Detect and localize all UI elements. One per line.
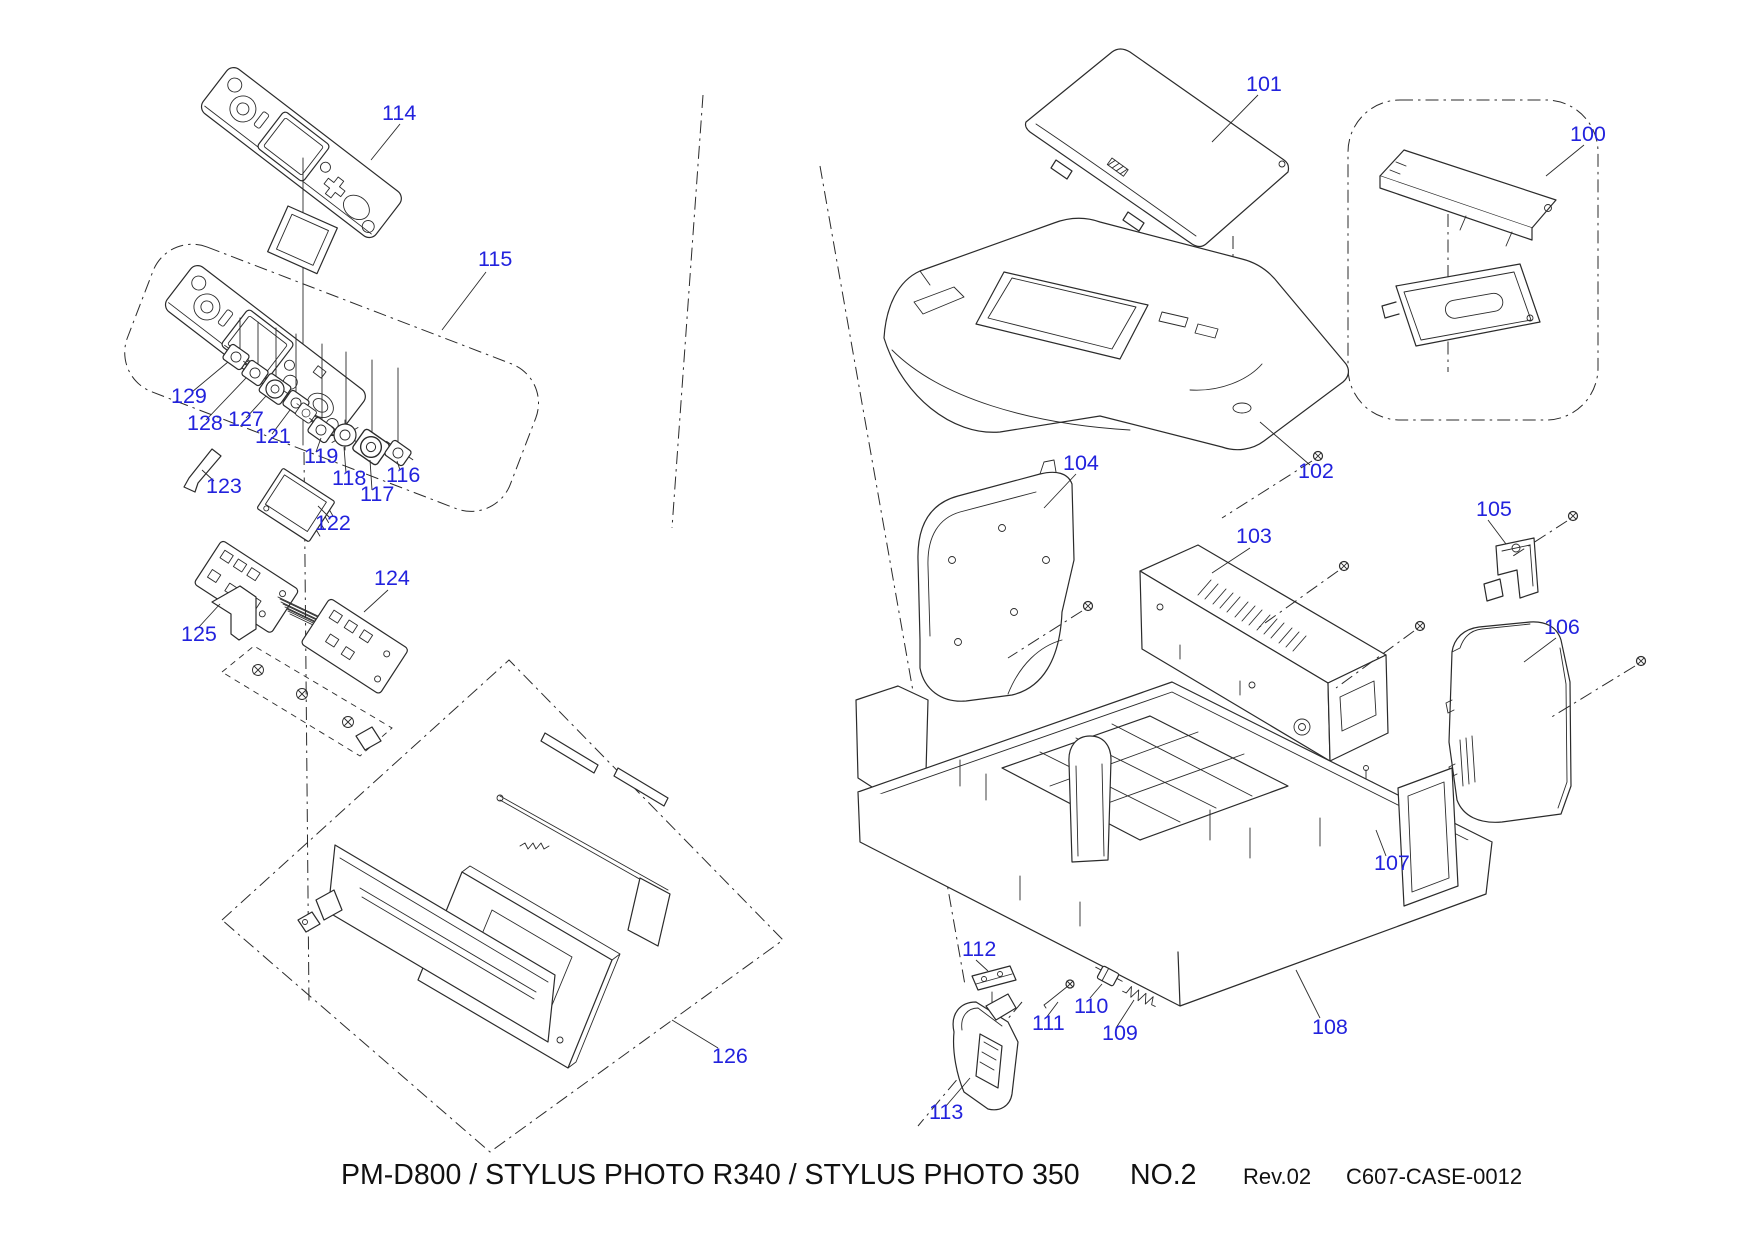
part-label-126: 126 (712, 1044, 748, 1068)
part-104-left-side-cover (917, 459, 1075, 702)
part-label-106: 106 (1544, 615, 1580, 639)
part-strip-a (540, 732, 599, 774)
part-label-100: 100 (1570, 122, 1606, 146)
screw-icon (1082, 600, 1094, 612)
part-124-panel-board (194, 540, 408, 694)
diagram-title: PM-D800 / STYLUS PHOTO R340 / STYLUS PHO… (341, 1159, 1080, 1191)
part-label-109: 109 (1102, 1021, 1138, 1045)
part-label-118: 118 (332, 466, 366, 490)
part-label-119: 119 (304, 444, 338, 468)
screw-icon (1567, 510, 1579, 522)
part-label-102: 102 (1298, 459, 1334, 483)
part-tray-frame (496, 794, 671, 947)
part-label-116: 116 (386, 463, 420, 487)
separator-line-left (671, 94, 704, 529)
leader-lines (191, 94, 1585, 1107)
part-label-101: 101 (1246, 72, 1282, 96)
screws (1007, 450, 1647, 719)
phantom-mount-plate (221, 645, 393, 757)
part-label-113: 113 (929, 1100, 963, 1124)
part-101-top-cover (1024, 48, 1290, 248)
part-117-knob (350, 427, 392, 467)
part-122-lcd-module (257, 468, 335, 542)
part-label-104: 104 (1063, 451, 1099, 475)
assembly-boundary-115 (124, 243, 540, 512)
revision-label: Rev.02 (1243, 1164, 1311, 1189)
assembly-boundary-126 (221, 659, 784, 1153)
document-code: C607-CASE-0012 (1346, 1164, 1522, 1189)
part-109-spring (1122, 986, 1156, 1007)
screw-icon (1338, 560, 1350, 572)
ribbon-cable (277, 596, 333, 635)
part-label-105: 105 (1476, 497, 1512, 521)
part-upper-tray (1379, 149, 1557, 247)
logo-slot (1106, 157, 1129, 177)
part-label-117: 117 (360, 482, 394, 506)
part-114-control-panel-cover (200, 67, 402, 239)
part-label-121: 121 (255, 424, 291, 448)
part-106-right-side-cover (1445, 621, 1572, 823)
part-label-124: 124 (374, 566, 410, 590)
sheet-number: NO.2 (1130, 1159, 1197, 1191)
vent-slots (1197, 579, 1307, 652)
part-label-108: 108 (1312, 1015, 1348, 1039)
part-105-cover (1483, 537, 1539, 602)
part-label-122: 122 (315, 511, 351, 535)
part-110-latch (1095, 965, 1123, 987)
part-label-127: 127 (228, 407, 264, 431)
part-label-103: 103 (1236, 524, 1272, 548)
part-label-115: 115 (478, 247, 512, 271)
part-108-lower-housing (855, 681, 1493, 1007)
part-label-129: 129 (171, 384, 207, 408)
screw-icon (1414, 620, 1426, 632)
assembly-boundary-100 (1347, 99, 1599, 421)
part-label-112: 112 (962, 937, 996, 961)
part-strip-b (613, 767, 669, 807)
part-lcd-bezel (267, 205, 338, 275)
part-label-111: 111 (1032, 1011, 1065, 1035)
part-label-110: 110 (1074, 994, 1108, 1018)
part-front-door (297, 844, 556, 1043)
part-label-107: 107 (1374, 851, 1410, 875)
axis-line-panel-stack (303, 451, 310, 1006)
part-label-128: 128 (187, 411, 223, 435)
part-113-corner-cover (952, 993, 1019, 1111)
part-label-125: 125 (181, 622, 217, 646)
part-102-upper-housing (883, 217, 1349, 451)
part-lower-tray (1381, 263, 1541, 347)
part-103-rear-panel (1139, 544, 1389, 762)
part-111-pin (1043, 979, 1075, 1009)
part-125-bracket (211, 585, 257, 641)
part-label-114: 114 (382, 101, 416, 125)
part-label-123: 123 (206, 474, 242, 498)
screw-icon (1635, 655, 1647, 667)
button-connector-lines (239, 317, 399, 447)
